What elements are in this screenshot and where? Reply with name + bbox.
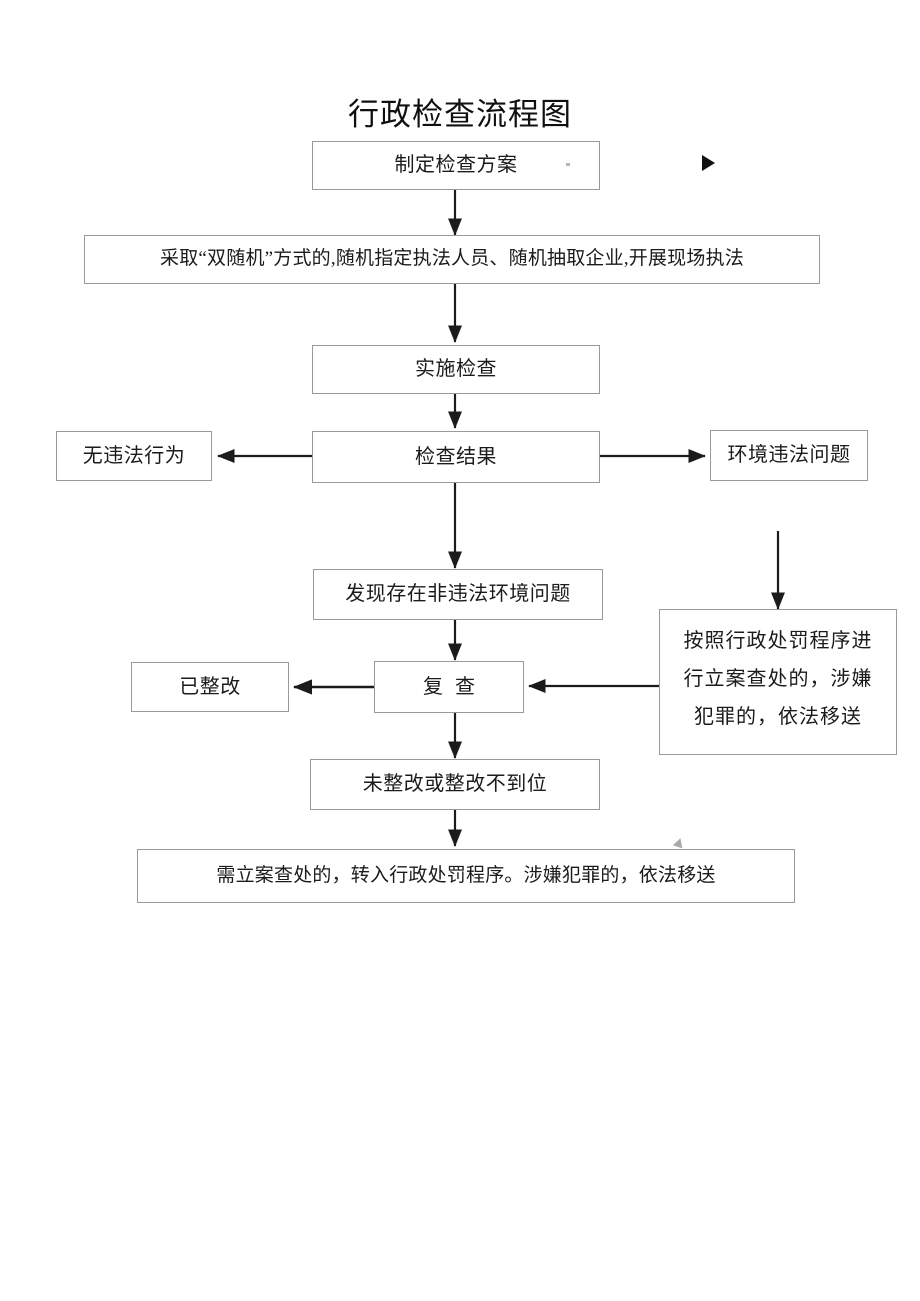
node-double-random[interactable]: 采取“双随机”方式的,随机指定执法人员、随机抽取企业,开展现场执法: [84, 235, 820, 284]
node-env-violation-label: 环境违法问题: [727, 444, 851, 467]
stray-arrowhead-mark: [672, 836, 686, 849]
node-penalty-procedure-line-3: 犯罪的，依法移送: [694, 706, 862, 728]
node-non-illegal-issue[interactable]: 发现存在非违法环境问题: [313, 569, 603, 620]
node-non-illegal-issue-label: 发现存在非违法环境问题: [345, 583, 571, 606]
node-penalty-procedure-line-2: 行立案查处的，涉嫌: [683, 668, 873, 690]
page-title: 行政检查流程图: [348, 97, 572, 132]
node-double-random-label: 采取“双随机”方式的,随机指定执法人员、随机抽取企业,开展现场执法: [160, 248, 744, 270]
node-transfer-label: 需立案查处的，转入行政处罚程序。涉嫌犯罪的，依法移送: [216, 864, 716, 886]
node-recheck-label: 复查: [423, 675, 487, 698]
node-recheck[interactable]: 复查: [374, 661, 524, 713]
node-result-label: 检查结果: [415, 445, 497, 468]
node-result[interactable]: 检查结果: [312, 431, 600, 483]
play-triangle-marker: [702, 155, 715, 171]
node-plan[interactable]: 制定检查方案: [312, 141, 600, 190]
node-inspect-label: 实施检查: [415, 358, 497, 381]
node-inspect[interactable]: 实施检查: [312, 345, 600, 394]
node-no-violation-label: 无违法行为: [82, 444, 186, 467]
node-not-rectified[interactable]: 未整改或整改不到位: [310, 759, 600, 810]
node-penalty-procedure[interactable]: 按照行政处罚程序进 行立案查处的，涉嫌 犯罪的，依法移送: [659, 609, 897, 755]
node-transfer[interactable]: 需立案查处的，转入行政处罚程序。涉嫌犯罪的，依法移送: [137, 849, 795, 903]
node-rectified[interactable]: 已整改: [131, 662, 289, 712]
node-not-rectified-label: 未整改或整改不到位: [362, 773, 548, 796]
node-no-violation[interactable]: 无违法行为: [56, 431, 212, 481]
node-rectified-label: 已整改: [179, 675, 241, 698]
node-plan-label: 制定检查方案: [394, 154, 518, 177]
node-penalty-procedure-line-1: 按照行政处罚程序进: [683, 630, 873, 652]
stray-dot-mark: [566, 163, 570, 166]
node-env-violation[interactable]: 环境违法问题: [710, 430, 868, 481]
